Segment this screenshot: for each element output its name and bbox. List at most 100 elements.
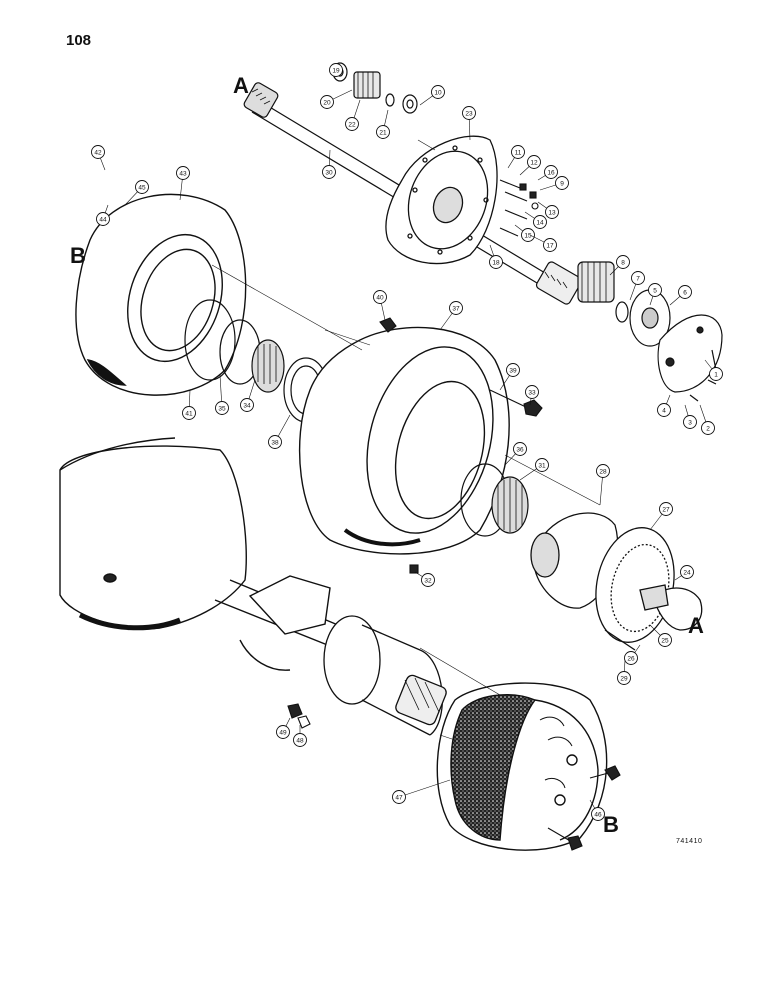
callout-49: 49 [276,717,291,739]
callout-circle [545,205,559,219]
callout-circle [176,166,190,180]
callout-16: 16 [537,165,558,181]
callout-number: 49 [279,729,287,736]
callout-number: 6 [683,289,687,296]
page-number: 108 [66,32,92,49]
callout-circle [591,807,605,821]
callout-circle [182,406,196,420]
planet-gear-cover-group [577,261,723,402]
callout-circle [513,442,527,456]
section-letter-A-right: A [688,613,704,638]
callout-number: 3 [688,419,692,426]
callout-number: 30 [325,169,333,176]
callout-circle [683,415,697,429]
callout-number: 13 [548,209,556,216]
callout-number: 40 [376,294,384,301]
callout-circle [511,145,525,159]
callout-8: 8 [609,255,630,276]
callout-circle [293,733,307,747]
assembly-guide-lines [211,139,601,741]
callout-number: 10 [434,89,442,96]
callout-circle [680,565,694,579]
callout-number: 12 [530,159,538,166]
callout-circle [373,290,387,304]
callout-number: 27 [662,506,670,513]
callout-45: 45 [124,180,149,206]
callout-20: 20 [320,89,353,109]
bearing-set-right [460,463,529,537]
wheel-hub-housing [298,326,510,555]
callout-circle [506,363,520,377]
callout-3: 3 [683,404,697,429]
axle-housing [59,437,351,671]
callout-circle [329,63,343,77]
callout-number: 11 [515,149,522,156]
axle-spindle [323,615,447,736]
callout-number: 20 [323,99,331,106]
callout-44: 44 [96,204,110,226]
housing-fasteners [379,317,543,574]
callout-number: 43 [179,170,187,177]
callout-circle [320,95,334,109]
callout-circle [276,725,290,739]
callout-number: 16 [547,169,555,176]
callout-number: 24 [683,569,691,576]
callout-circle [709,367,723,381]
callout-number: 8 [621,259,625,266]
callout-number: 39 [509,367,517,374]
callout-circle [345,117,359,131]
callout-number: 7 [636,275,640,282]
callout-37: 37 [439,301,463,331]
callout-33: 33 [525,385,539,406]
callout-circle [521,228,535,242]
section-letter-B-left: B [70,243,86,268]
callout-circle [631,271,645,285]
callout-41: 41 [182,389,196,420]
callout-circle [376,125,390,139]
callout-circle [701,421,715,435]
callout-circle [648,283,662,297]
callout-number: 17 [546,242,554,249]
callout-12: 12 [519,155,541,176]
planet-carrier [385,135,498,265]
callout-number: 21 [379,129,387,136]
callout-circle [525,385,539,399]
callout-7: 7 [629,271,645,301]
callout-32: 32 [414,571,435,587]
callout-number: 34 [243,402,251,409]
callout-34: 34 [240,379,256,412]
callout-5: 5 [648,283,662,306]
callout-24: 24 [674,565,694,581]
callout-number: 19 [332,67,340,74]
callout-42: 42 [91,145,106,171]
callout-9: 9 [539,176,569,191]
callout-46: 46 [589,799,605,821]
sun-gear-and-washers [332,62,418,114]
callout-circle [431,85,445,99]
callout-circle [535,458,549,472]
callout-13: 13 [537,201,559,219]
callout-48: 48 [293,725,307,747]
callout-number: 32 [424,577,432,584]
section-letter-B-bottom: B [603,812,619,837]
section-letter-A-top: A [233,73,249,98]
callout-circle [678,285,692,299]
callout-35: 35 [215,374,229,415]
axle-shaft-assembly [243,82,583,305]
callout-26: 26 [624,644,641,665]
brake-fasteners [287,703,621,851]
pins-and-bolts [499,179,539,237]
callout-21: 21 [376,109,390,139]
callout-circle [96,212,110,226]
callout-31: 31 [519,458,549,481]
callout-number: 45 [138,184,146,191]
brake-assembly [436,682,608,851]
callout-number: 37 [452,305,460,312]
callout-18: 18 [489,244,503,269]
callout-1: 1 [704,359,723,381]
callout-10: 10 [419,85,445,106]
callout-circle [658,633,672,647]
callout-number: 28 [599,468,607,475]
